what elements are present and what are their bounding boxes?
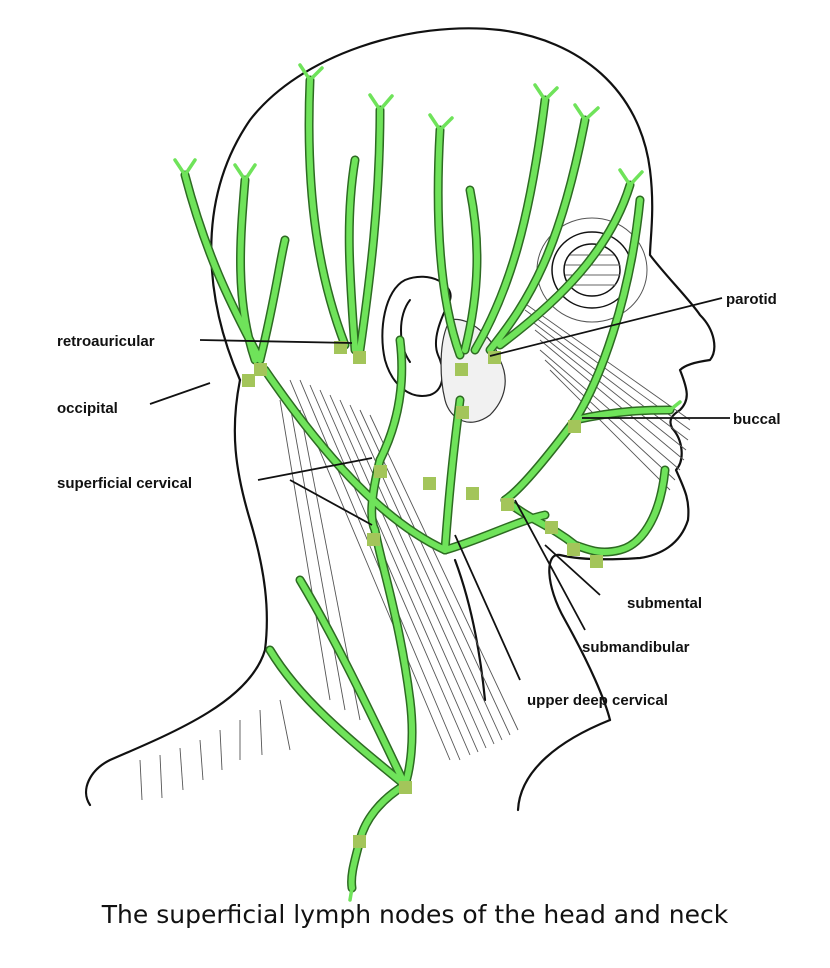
ear-outline (381, 275, 452, 397)
node-retroauricular-2 (353, 351, 366, 364)
label-upper-deep-cervical: upper deep cervical (527, 692, 668, 709)
labels: parotid retroauricular occipital buccal … (57, 291, 781, 709)
label-superficial-cervical: superficial cervical (57, 475, 192, 492)
node-submandibular-1 (501, 498, 514, 511)
node-submandibular-2 (545, 521, 558, 534)
node-neck-2 (353, 835, 366, 848)
label-submandibular: submandibular (582, 639, 690, 656)
node-occipital-1 (254, 363, 267, 376)
figure-caption: The superficial lymph nodes of the head … (101, 900, 729, 929)
node-submental-1 (567, 543, 580, 556)
lymph-vessels (173, 63, 682, 902)
leader-lines (149, 297, 730, 681)
node-submental-2 (590, 555, 603, 568)
label-submental: submental (627, 595, 702, 612)
node-upper-deep-cervical-1 (423, 477, 436, 490)
node-parotid-1 (455, 363, 468, 376)
node-superficial-cervical-2 (367, 533, 380, 546)
label-occipital: occipital (57, 400, 118, 417)
label-retroauricular: retroauricular (57, 333, 155, 350)
lymph-nodes (242, 341, 603, 848)
node-occipital-2 (242, 374, 255, 387)
node-retroauricular-1 (334, 341, 347, 354)
node-buccal (568, 420, 581, 433)
node-upper-deep-cervical-2 (466, 487, 479, 500)
node-superficial-cervical-1 (374, 465, 387, 478)
label-parotid: parotid (726, 291, 777, 308)
node-parotid-3 (456, 406, 469, 419)
node-neck-1 (399, 781, 412, 794)
label-buccal: buccal (733, 411, 781, 428)
